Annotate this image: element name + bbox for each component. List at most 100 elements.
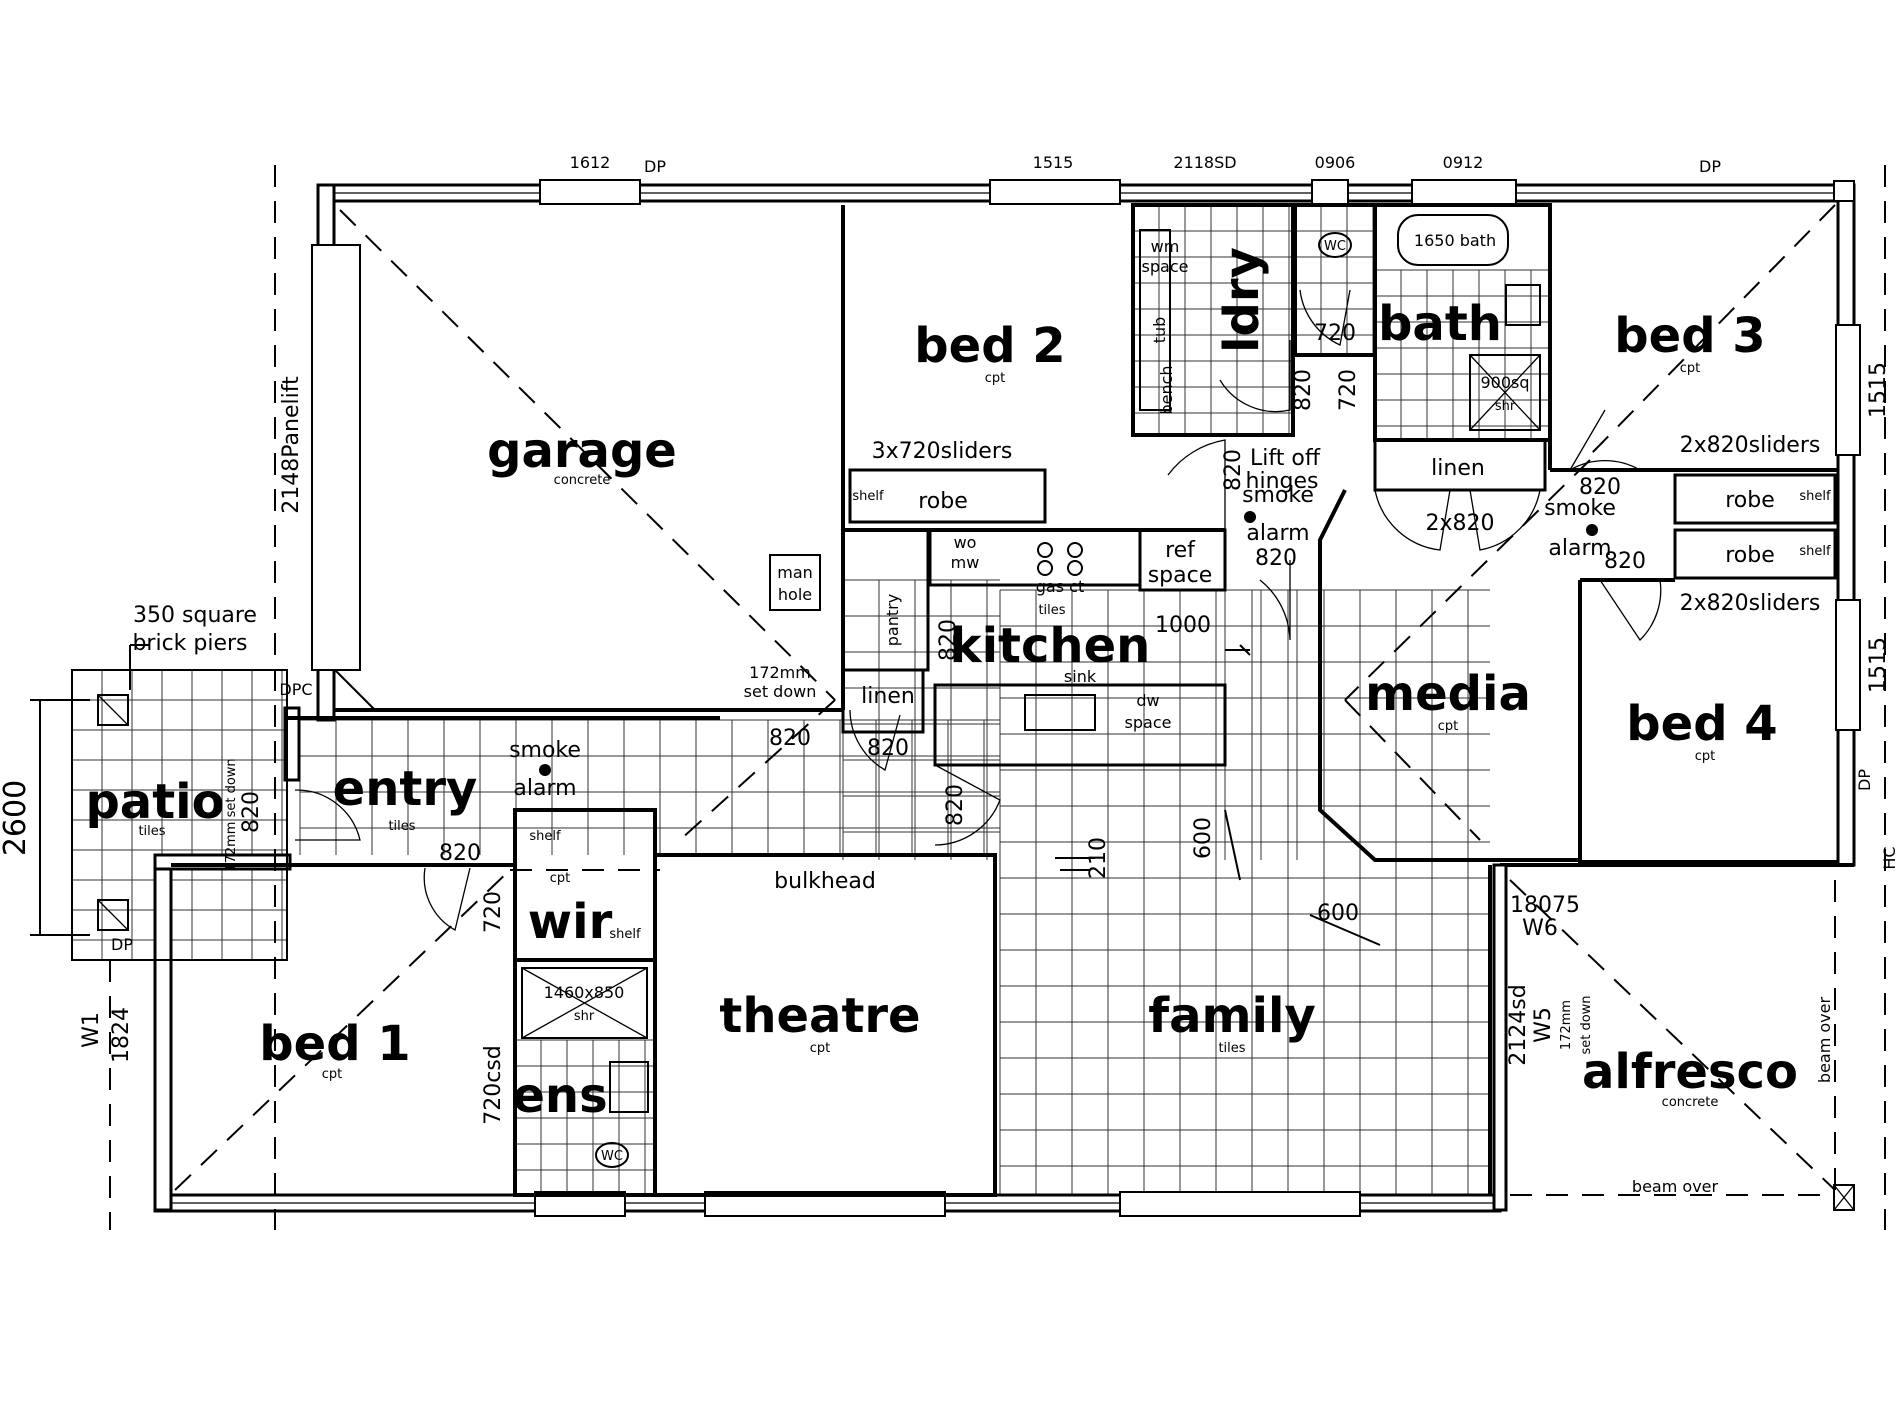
ceiling-diagonals [109,165,1886,1230]
label-w5: W5 [1531,1007,1556,1043]
room-name-bed1: bed 1 [259,1016,410,1072]
room-name-family: family [1148,988,1315,1044]
label-2600: 2600 [0,780,33,856]
label-sliders-bed2: 3x720sliders [872,439,1013,464]
label-pantry: pantry [883,594,902,646]
room-name-theatre: theatre [719,988,920,1044]
label-set-down-garage-2: set down [744,682,817,701]
label-set-down-garage-1: 172mm [749,663,811,682]
room-name-entry: entry [333,761,478,817]
room-finish-media: cpt [1438,719,1459,734]
label-man-hole-1: man [777,563,813,582]
label-set-down-alfresco-1: 172mm [1559,1000,1574,1050]
label-robe-bed2: robe [918,489,968,514]
room-name-wir: wir [528,894,613,950]
room-name-ens: ens [512,1068,607,1124]
label-beam-over: beam over [1632,1177,1719,1196]
room-name-bed3: bed 3 [1614,308,1765,364]
label-sliders-bed4: 2x820sliders [1680,591,1821,616]
label-shower-bath: 900sq [1480,373,1529,392]
label-dp-right: DP [1855,769,1874,791]
label-robe-bed4: robe [1725,543,1775,568]
label-panelift: 2148Panelift [279,376,304,514]
label-sink: sink [1064,667,1097,686]
label-shower-ens-2: shr [574,1009,595,1024]
room-finish-theatre: cpt [810,1041,831,1056]
label-bath-size: 1650 bath [1414,231,1496,250]
label-alarm-bed3: alarm [1548,536,1611,561]
label-dw-space-1: dw [1136,691,1159,710]
room-name-garage: garage [487,423,677,479]
label-1824: 1824 [109,1007,134,1063]
label-alarm-ldry: alarm [1246,521,1309,546]
room-name-bed2: bed 2 [914,318,1065,374]
label-shower-ens: 1460x850 [544,983,625,1002]
label-dp-top-left: DP [644,157,666,176]
label-gas-ct-2: tiles [1038,603,1065,618]
label-robe-bed3: robe [1725,488,1775,513]
room-finish-bed1: cpt [322,1067,343,1082]
dim-820-h: 820 [867,736,909,761]
dim-820-k: 820 [439,841,481,866]
label-shelf-bed4: shelf [1799,544,1831,559]
dim-2x820: 2x820 [1425,511,1494,536]
internal-walls [71,203,1838,1197]
label-dpc: DPC [279,680,312,699]
label-w6: W6 [1522,916,1558,941]
dimension-lines [30,644,1381,946]
dim-600-a: 600 [1191,817,1216,859]
room-name-patio: patio [85,774,224,830]
dim-1000: 1000 [1155,613,1211,638]
label-1515-a: 1515 [1866,362,1891,418]
room-finish-bed4: cpt [1695,749,1716,764]
dim-820-b: 820 [1221,449,1246,491]
label-cpt-wir: cpt [550,871,571,886]
dim-820-i: 820 [943,784,968,826]
label-beam-over-2: beam over [1815,997,1834,1084]
label-wo-mw-1: wo [954,533,977,552]
label-18075: 18075 [1510,893,1580,918]
dim-820-g: 820 [769,726,811,751]
room-finish-family: tiles [1218,1041,1245,1056]
dim-720-b: 720 [1314,321,1356,346]
room-finish-garage: concrete [554,473,611,488]
label-linen-hall: linen [1431,456,1485,481]
label-brick-piers-2: brick piers [132,631,247,656]
label-gas-ct-1: gas ct [1036,577,1084,596]
top-dim-4: 0906 [1315,153,1356,172]
dim-720-a: 720 [1336,369,1361,411]
label-wm-space-2: space [1142,257,1189,276]
label-720csd: 720csd [481,1045,506,1125]
label-wm-space-1: wm [1151,237,1180,256]
room-finish-bed3: cpt [1680,361,1701,376]
label-wc-ens: WC [601,1149,623,1164]
top-dim-5: 0912 [1443,153,1484,172]
dim-820-e: 820 [1604,549,1646,574]
label-smoke-bed3: smoke [1544,496,1616,521]
label-ref-space-2: space [1148,563,1213,588]
label-tub: tub [1150,317,1169,344]
label-shelf-bed3: shelf [1799,489,1831,504]
label-wc-top: WC [1324,239,1346,254]
room-finish-alfresco: concrete [1662,1095,1719,1110]
room-finish-bed2: cpt [985,371,1006,386]
label-bulkhead: bulkhead [774,869,876,894]
dim-820-j: 820 [239,791,264,833]
room-finish-entry: tiles [388,819,415,834]
top-dim-2: 1515 [1033,153,1074,172]
dim-600-b: 600 [1317,901,1359,926]
room-finish-patio: tiles [138,824,165,839]
label-bench: bench [1157,365,1176,414]
dim-820-f: 820 [936,619,961,661]
room-name-bath: bath [1378,296,1502,352]
label-set-down-patio: 172mm set down [224,758,239,871]
label-w1: W1 [79,1012,104,1048]
top-dim-1: 1612 [570,153,611,172]
label-2124sd: 2124sd [1506,984,1531,1065]
label-alarm-entry: alarm [513,776,576,801]
label-man-hole-2: hole [778,585,812,604]
label-ref-space-1: ref [1165,538,1196,563]
dim-820-d: 820 [1579,475,1621,500]
label-dw-space-2: space [1125,713,1172,732]
